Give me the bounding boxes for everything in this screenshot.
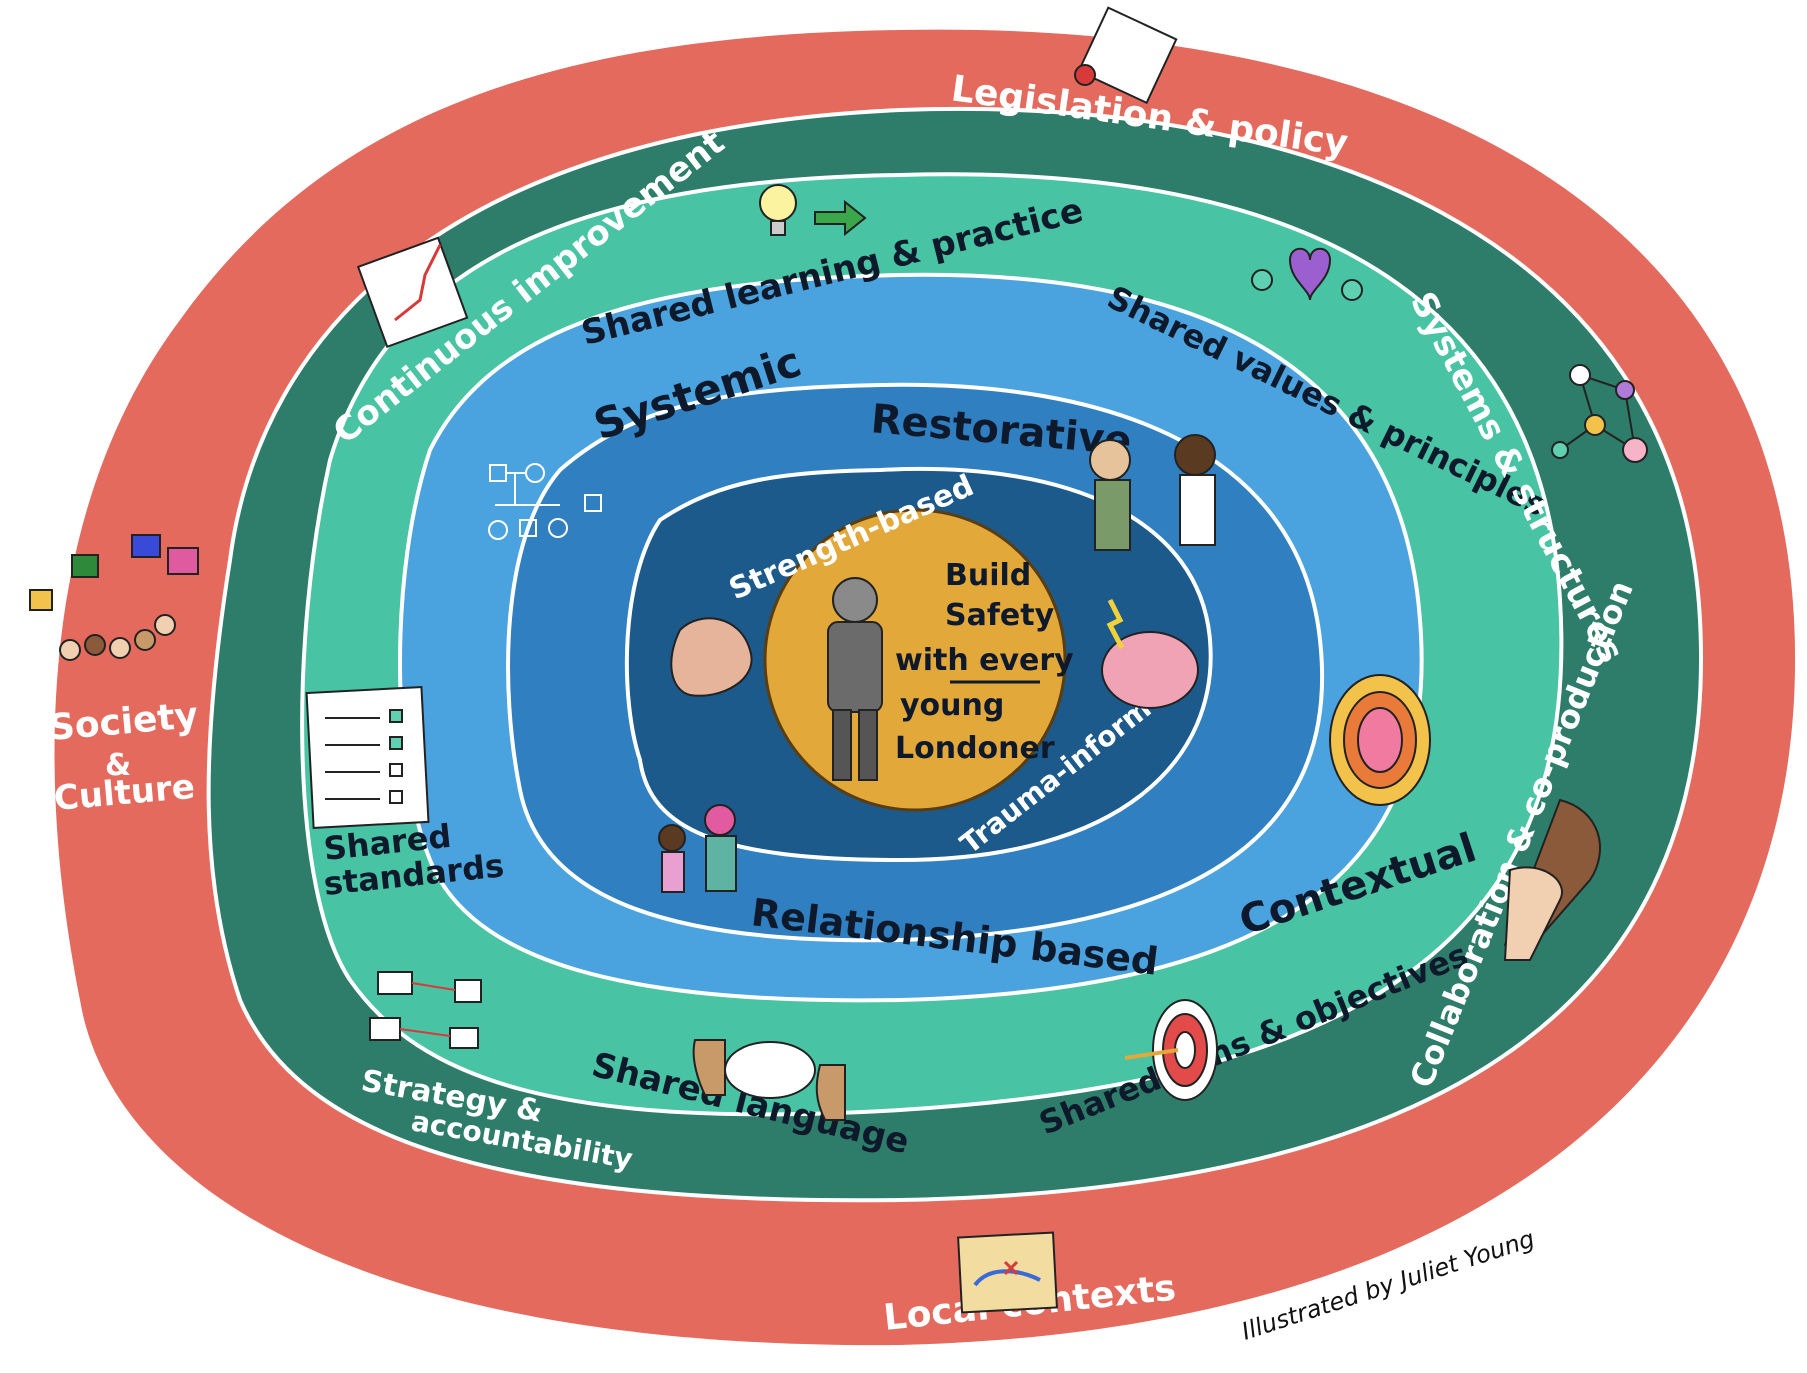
center-line-2: Safety	[945, 598, 1055, 633]
person-hoodie-icon	[827, 577, 883, 781]
handshake-icon	[1089, 434, 1216, 551]
label-society-2: &	[105, 748, 131, 783]
speech-bubble-heads-icon	[692, 1039, 846, 1121]
flowchart-icon	[369, 971, 482, 1049]
heart-people-icon	[1251, 247, 1363, 301]
protest-flags-icon	[29, 534, 199, 661]
checklist-icon	[305, 686, 430, 829]
lightbulb-arrow-icon	[759, 184, 867, 237]
map-icon	[957, 1231, 1058, 1314]
brain-icon	[1101, 598, 1199, 709]
genogram-icon	[488, 463, 602, 540]
center-line-1: Build	[945, 558, 1031, 593]
flexed-arm-icon	[670, 617, 753, 697]
dartboard-icon	[1124, 999, 1218, 1101]
network-icon	[1551, 364, 1648, 463]
target-person-icon	[1329, 674, 1431, 806]
holding-hands-icon	[1503, 798, 1601, 962]
two-people-icon	[658, 804, 737, 893]
legal-document-icon	[1074, 6, 1178, 105]
center-line-3: with every	[895, 643, 1074, 678]
center-line-4: young	[900, 688, 1004, 723]
growth-chart-icon	[356, 236, 469, 349]
center-line-5: Londoner	[895, 731, 1055, 766]
